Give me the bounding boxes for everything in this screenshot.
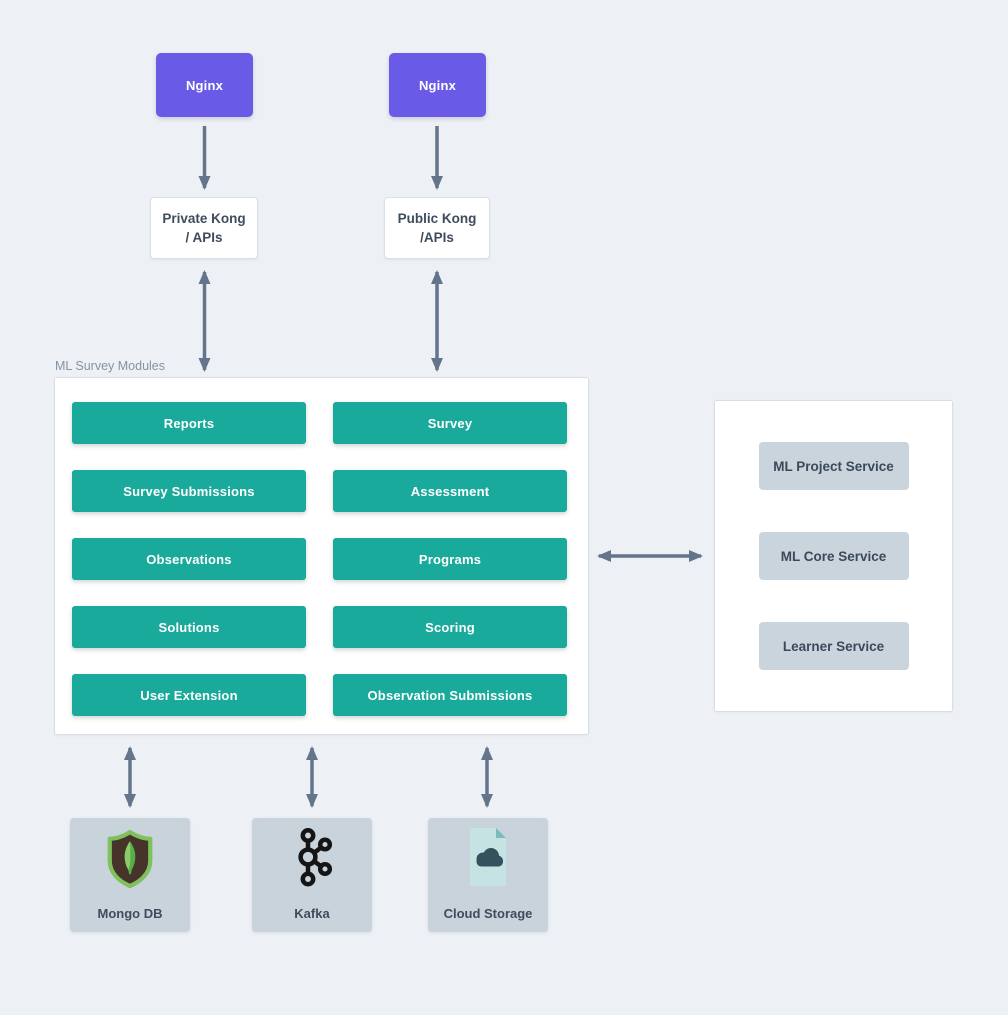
- module-node-survey: Survey: [333, 402, 567, 444]
- private-kong-label-line2: / APIs: [185, 230, 223, 245]
- nginx-node-left: Nginx: [156, 53, 253, 117]
- cloud-storage-label: Cloud Storage: [443, 906, 533, 921]
- public-kong-label-line2: /APIs: [420, 230, 454, 245]
- kafka-label: Kafka: [294, 906, 330, 921]
- mongodb-label: Mongo DB: [97, 906, 163, 921]
- nginx-right-label: Nginx: [418, 77, 457, 93]
- module-node-assessment: Assessment: [333, 470, 567, 512]
- module-node-scoring: Scoring: [333, 606, 567, 648]
- modules-group-container: Reports Survey Survey Submissions Assess…: [54, 377, 589, 735]
- cloud-storage-icon: [470, 828, 506, 886]
- nginx-left-label: Nginx: [185, 77, 224, 93]
- service-node-ml-core: ML Core Service: [758, 532, 909, 580]
- module-node-user-extension: User Extension: [72, 674, 306, 716]
- nginx-node-right: Nginx: [389, 53, 486, 117]
- datastore-node-kafka: Kafka: [252, 818, 372, 932]
- kafka-icon: [298, 828, 333, 887]
- private-kong-label-line1: Private Kong: [162, 211, 246, 226]
- datastore-node-mongodb: Mongo DB: [70, 818, 190, 932]
- module-node-survey-submissions: Survey Submissions: [72, 470, 306, 512]
- datastore-node-cloud-storage: Cloud Storage: [428, 818, 548, 932]
- public-kong-label-line1: Public Kong: [397, 211, 477, 226]
- service-node-learner: Learner Service: [758, 622, 909, 670]
- public-kong-node: Public Kong /APIs: [384, 197, 490, 259]
- modules-group-title: ML Survey Modules: [55, 359, 165, 373]
- module-node-observation-submissions: Observation Submissions: [333, 674, 567, 716]
- services-group-container: ML Project Service ML Core Service Learn…: [714, 400, 953, 712]
- module-node-reports: Reports: [72, 402, 306, 444]
- mongodb-icon: [107, 829, 153, 889]
- private-kong-node: Private Kong / APIs: [150, 197, 258, 259]
- module-node-observations: Observations: [72, 538, 306, 580]
- module-node-programs: Programs: [333, 538, 567, 580]
- module-node-solutions: Solutions: [72, 606, 306, 648]
- service-node-ml-project: ML Project Service: [758, 442, 909, 490]
